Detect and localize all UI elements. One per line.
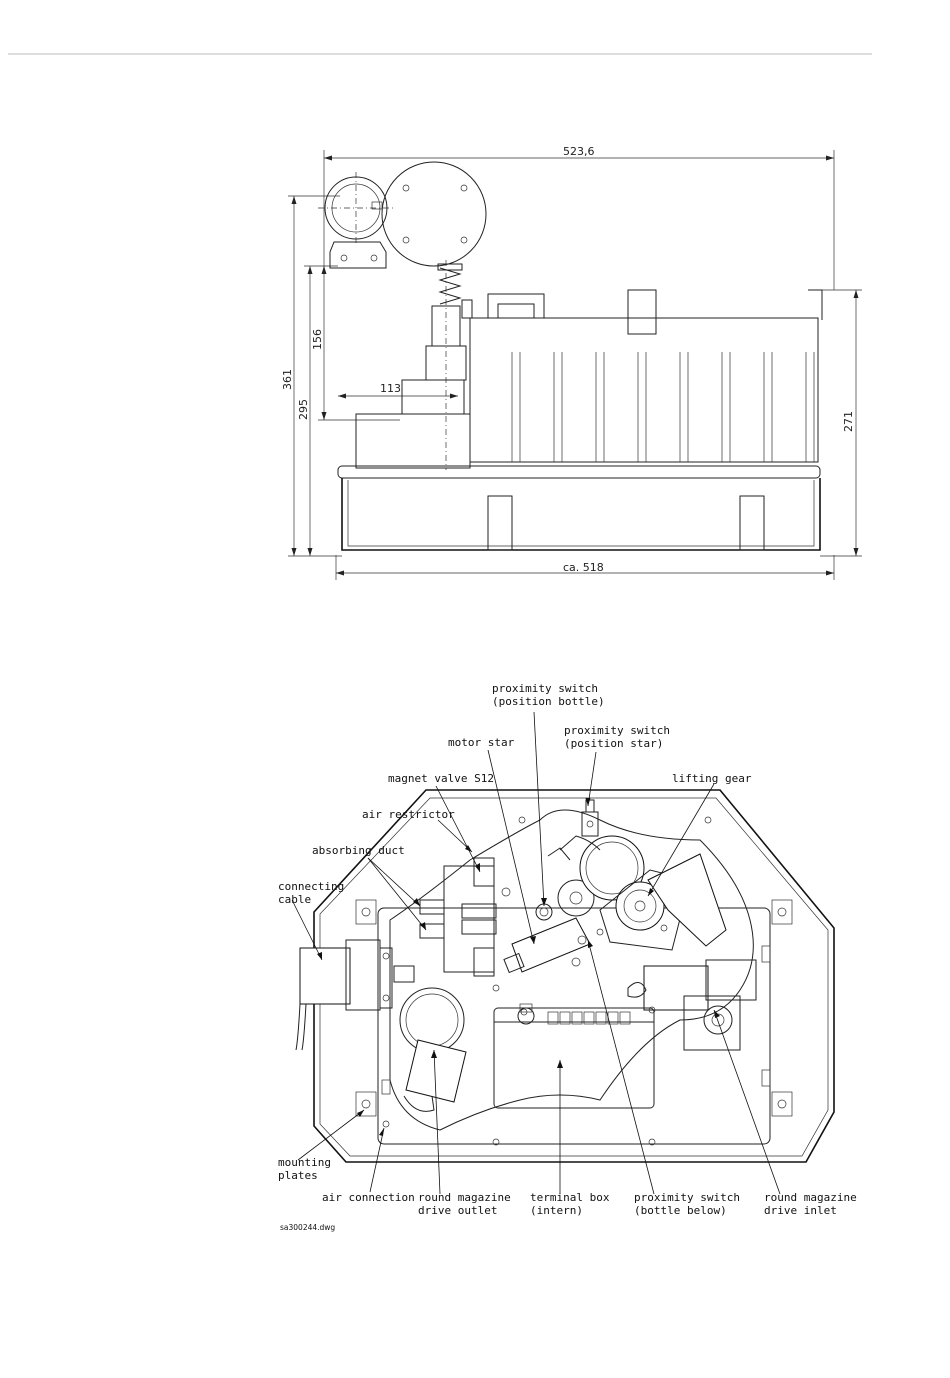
- plan-view-drawing: proximity switch (position bottle) proxi…: [278, 682, 857, 1232]
- side-elevation-drawing: 523,6 ca. 518 361 295 156 113 271: [281, 145, 862, 580]
- dim-width-113: 113: [380, 382, 401, 395]
- label-proximity-switch-star-1: proximity switch: [564, 724, 670, 737]
- label-magnet-valve: magnet valve S12: [388, 772, 494, 785]
- label-proximity-switch-below-1: proximity switch: [634, 1191, 740, 1204]
- label-proximity-switch-below-2: (bottle below): [634, 1204, 727, 1217]
- drawing-caption: sa300244.dwg: [280, 1223, 335, 1232]
- label-motor-star: motor star: [448, 736, 515, 749]
- label-mounting-plates-2: plates: [278, 1169, 318, 1182]
- label-proximity-switch-bottle-1: proximity switch: [492, 682, 598, 695]
- dim-total-height: 361: [281, 369, 294, 390]
- dim-overall-width: 523,6: [563, 145, 595, 158]
- dim-height-271: 271: [842, 411, 855, 432]
- label-proximity-switch-bottle-2: (position bottle): [492, 695, 605, 708]
- label-air-restrictor: air restrictor: [362, 808, 455, 821]
- label-connecting-cable-2: cable: [278, 893, 311, 906]
- label-terminal-box-2: (intern): [530, 1204, 583, 1217]
- label-terminal-box-1: terminal box: [530, 1191, 610, 1204]
- label-round-magazine-outlet-1: round magazine: [418, 1191, 511, 1204]
- label-absorbing-duct: absorbing duct: [312, 844, 405, 857]
- label-lifting-gear: lifting gear: [672, 772, 752, 785]
- label-round-magazine-inlet-2: drive inlet: [764, 1204, 837, 1217]
- label-air-connection: air connection: [322, 1191, 415, 1204]
- label-connecting-cable-1: connecting: [278, 880, 344, 893]
- label-round-magazine-inlet-1: round magazine: [764, 1191, 857, 1204]
- dim-base-width: ca. 518: [563, 561, 604, 574]
- dim-height-295: 295: [297, 399, 310, 420]
- label-round-magazine-outlet-2: drive outlet: [418, 1204, 497, 1217]
- label-mounting-plates-1: mounting: [278, 1156, 331, 1169]
- dim-height-156: 156: [311, 329, 324, 350]
- label-proximity-switch-star-2: (position star): [564, 737, 663, 750]
